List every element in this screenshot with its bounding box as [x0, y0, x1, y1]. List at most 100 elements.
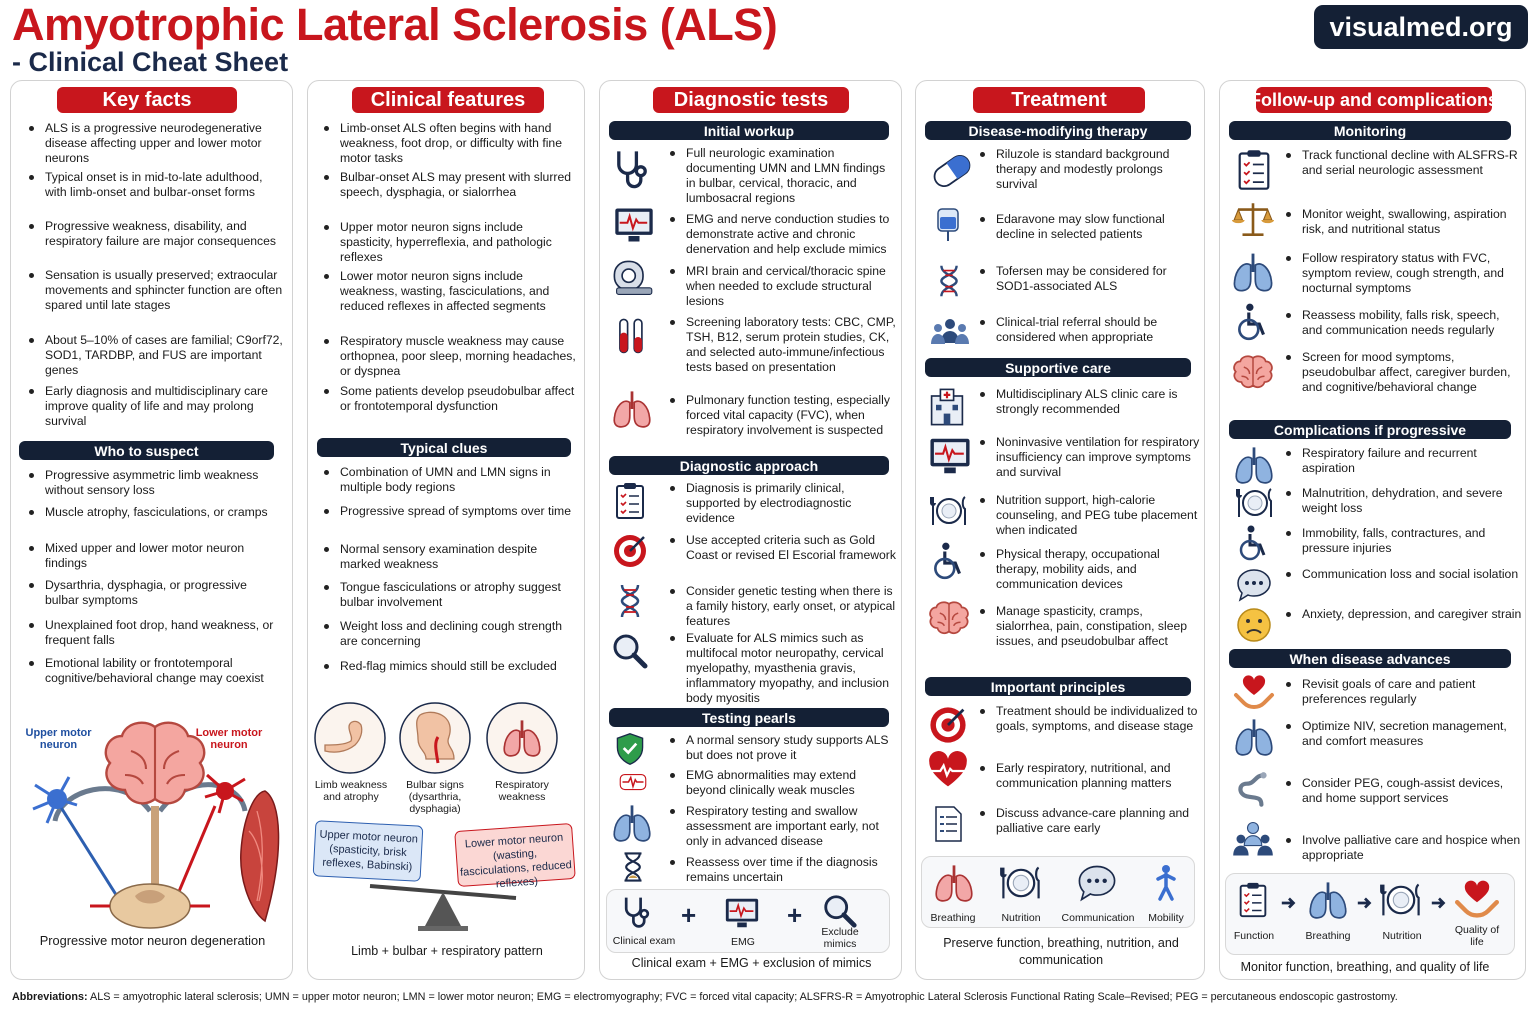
who-to-suspect-list: Progressive asymmetric limb weakness wit…	[25, 468, 280, 708]
circle-label-respiratory: Respiratory weakness	[495, 779, 549, 803]
diagnostic-caption: Clinical exam + EMG + exclusion of mimic…	[631, 956, 872, 970]
list-item: Early respiratory, nutritional, and comm…	[976, 761, 1201, 791]
arrow-right-icon	[1356, 894, 1374, 912]
arrow-right-icon	[1430, 894, 1448, 912]
column-clinical-features: Clinical features Limb-onset ALS often b…	[307, 80, 585, 980]
balance-scale-icon	[369, 884, 517, 931]
strip-label: Mobility	[1148, 912, 1184, 924]
list-item: MRI brain and cervical/thoracic spine wh…	[666, 264, 898, 309]
clipboard-icon	[610, 479, 650, 523]
speech-bubble-icon	[1232, 565, 1276, 605]
list-item: Sensation is usually preserved; extraocu…	[25, 268, 285, 313]
care-team-icon	[1230, 817, 1276, 861]
list-item: About 5–10% of cases are familial; C9orf…	[25, 333, 285, 378]
feeding-tube-icon	[1232, 769, 1274, 811]
motor-neuron-illustration	[32, 721, 280, 929]
list-item: Combination of UMN and LMN signs in mult…	[320, 465, 575, 495]
strip-label: Clinical exam	[612, 935, 676, 947]
list-item: Progressive spread of symptoms over time	[320, 504, 575, 519]
page-title: Amyotrophic Lateral Sclerosis (ALS)	[12, 0, 778, 50]
lungs-icon	[610, 387, 654, 431]
disease-advances-list: Revisit goals of care and patient prefer…	[1282, 677, 1522, 867]
list-item: Respiratory testing and swallow assessme…	[666, 804, 898, 849]
column-key-facts: Key facts ALS is a progressive neurodege…	[10, 80, 293, 980]
section-supportive-care: Supportive care	[925, 358, 1191, 377]
list-item: Immobility, falls, contractures, and pre…	[1282, 526, 1522, 556]
clinical-features-list: Limb-onset ALS often begins with hand we…	[320, 121, 578, 436]
list-item: Normal sensory examination despite marke…	[320, 542, 575, 572]
list-item: Bulbar-onset ALS may present with slurre…	[320, 170, 578, 200]
list-item: Revisit goals of care and patient prefer…	[1282, 677, 1522, 707]
circle-label-limb: Limb weakness and atrophy	[314, 779, 388, 803]
complications-list: Respiratory failure and recurrent aspira…	[1282, 446, 1522, 651]
list-item: Early diagnosis and multidisciplinary ca…	[25, 384, 285, 429]
muscle-icon	[240, 790, 280, 923]
pill-icon	[928, 147, 976, 195]
shield-check-icon	[610, 731, 650, 767]
brain-icon	[924, 597, 974, 643]
list-item: Limb-onset ALS often begins with hand we…	[320, 121, 578, 166]
strip-label: Breathing	[1305, 930, 1351, 942]
list-item: Upper motor neuron signs include spastic…	[320, 220, 578, 265]
throat-icon	[399, 702, 471, 774]
abbreviations-footer: Abbreviations: ALS = amyotrophic lateral…	[12, 991, 1398, 1003]
list-item: Nutrition support, high-calorie counseli…	[976, 493, 1201, 538]
treatment-caption: Preserve function, breathing, nutrition,…	[943, 936, 1179, 967]
lmn-label: Lower motor neuron	[195, 727, 263, 751]
list-item: Dysarthria, dysphagia, or progressive bu…	[25, 578, 280, 608]
column-title: Follow-up and complications	[1250, 87, 1498, 113]
mri-scanner-icon	[609, 257, 655, 301]
principles-list: Treatment should be individualized to go…	[976, 704, 1201, 844]
dna-icon	[930, 259, 968, 303]
list-item: Emotional lability or frontotemporal cog…	[25, 656, 280, 686]
brand-badge[interactable]: visualmed.org	[1314, 5, 1528, 49]
people-icon	[924, 311, 976, 351]
hourglass-icon	[616, 849, 650, 885]
list-item: Full neurologic examination documenting …	[666, 146, 898, 206]
plate-utensils-icon	[926, 491, 972, 531]
spinal-cord-icon	[90, 883, 210, 929]
features-caption: Limb + bulbar + respiratory pattern	[351, 944, 543, 958]
list-item: Evaluate for ALS mimics such as multifoc…	[666, 631, 898, 706]
strip-label: Function	[1233, 930, 1275, 942]
plate-utensils-icon	[1378, 878, 1424, 922]
lungs-icon	[932, 861, 976, 905]
lungs-icon	[610, 801, 654, 845]
list-item: EMG and nerve conduction studies to demo…	[666, 212, 898, 257]
brain-icon	[1228, 351, 1278, 397]
section-initial-workup: Initial workup	[609, 121, 889, 140]
supportive-care-list: Multidisciplinary ALS clinic care is str…	[976, 387, 1201, 672]
plus-sign: +	[787, 900, 803, 930]
strip-label: Nutrition	[1382, 930, 1422, 942]
list-item: Some patients develop pseudobulbar affec…	[320, 384, 578, 414]
list-item: Manage spasticity, cramps, sialorrhea, p…	[976, 604, 1201, 649]
dna-icon	[610, 579, 650, 623]
lungs-icon	[486, 702, 558, 774]
section-diagnostic-approach: Diagnostic approach	[609, 456, 889, 475]
hand-heart-icon	[1232, 673, 1276, 713]
page-subtitle: - Clinical Cheat Sheet	[12, 47, 289, 77]
scale-icon	[1230, 199, 1276, 241]
wheelchair-icon	[1234, 521, 1274, 565]
list-item: Clinical-trial referral should be consid…	[976, 315, 1198, 345]
list-item: Multidisciplinary ALS clinic care is str…	[976, 387, 1201, 417]
strip-label: Communication	[1061, 912, 1135, 924]
hand-heart-icon	[1454, 878, 1500, 922]
list-item: Diagnosis is primarily clinical, support…	[666, 481, 898, 526]
abbreviations-label: Abbreviations:	[12, 991, 88, 1003]
list-item: Muscle atrophy, fasciculations, or cramp…	[25, 505, 280, 520]
lungs-icon	[1306, 878, 1350, 922]
list-item: Typical onset is in mid-to-late adulthoo…	[25, 170, 285, 200]
list-item: Physical therapy, occupational therapy, …	[976, 547, 1201, 592]
list-item: Progressive asymmetric limb weakness wit…	[25, 468, 280, 498]
list-item: Respiratory muscle weakness may cause or…	[320, 334, 578, 379]
lungs-icon	[1232, 715, 1276, 759]
magnifier-icon	[821, 892, 859, 930]
initial-workup-list: Full neurologic examination documenting …	[666, 146, 898, 456]
list-item: EMG abnormalities may extend beyond clin…	[666, 768, 898, 798]
list-item: Screening laboratory tests: CBC, CMP, TS…	[666, 315, 898, 375]
plate-utensils-icon	[998, 861, 1044, 905]
plus-sign: +	[681, 900, 697, 930]
list-item: Lower motor neuron signs include weaknes…	[320, 269, 578, 314]
treatment-summary-strip: Breathing Nutrition Communication Mobili…	[921, 856, 1195, 928]
